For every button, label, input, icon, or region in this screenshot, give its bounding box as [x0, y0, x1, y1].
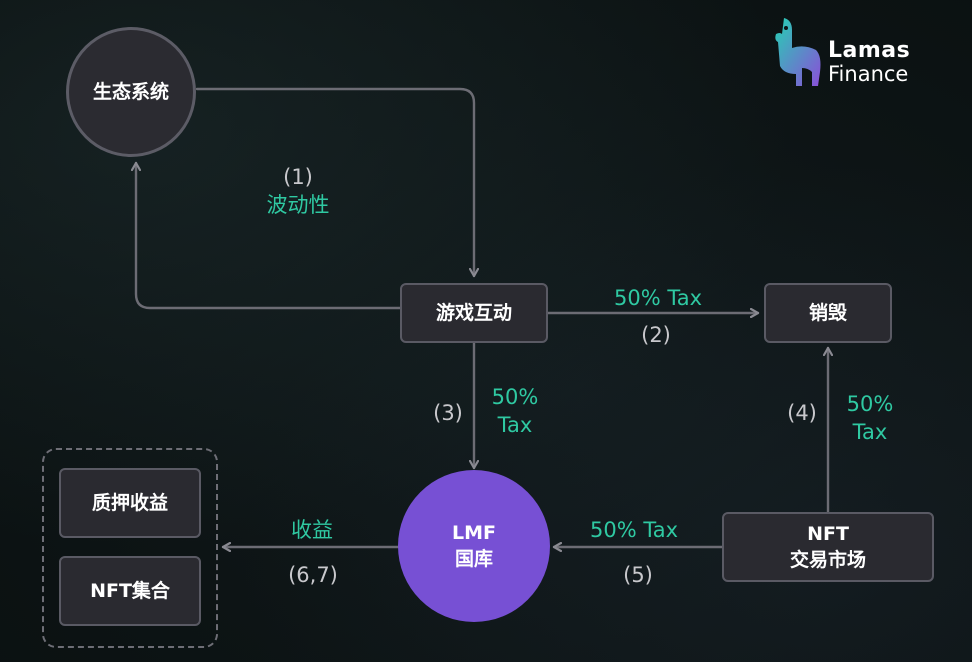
arrow-game-to-ecosystem — [136, 161, 402, 310]
staking-rewards-node: 质押收益 — [59, 468, 201, 538]
edge-5-tax-label: 50% Tax — [590, 518, 678, 542]
edge-6-7-yield-label: 收益 — [291, 518, 333, 542]
arrow-ecosystem-to-game — [195, 87, 474, 278]
nft-collection-node: NFT集合 — [59, 556, 201, 626]
staking-rewards-label: 质押收益 — [91, 492, 168, 514]
nft-marketplace-label-line2: 交易市场 — [789, 549, 866, 571]
lmf-treasury-node: LMF 国库 — [398, 470, 550, 622]
nft-collection-label: NFT集合 — [90, 580, 170, 602]
edge-4-tax-word: Tax — [852, 420, 888, 444]
game-interaction-node: 游戏互动 — [400, 283, 548, 343]
ecosystem-label: 生态系统 — [92, 81, 169, 103]
edge-2-number: (2) — [641, 323, 671, 347]
edge-3-number: (3) — [433, 401, 463, 425]
burn-node: 销毁 — [764, 283, 892, 343]
lmf-label: LMF — [452, 522, 496, 544]
edge-4-number: (4) — [787, 401, 817, 425]
edge-2-tax-label: 50% Tax — [614, 286, 702, 310]
nft-marketplace-label-line1: NFT — [807, 523, 849, 545]
nft-marketplace-node: NFT 交易市场 — [722, 512, 934, 582]
edge-3-tax-word: Tax — [497, 413, 533, 437]
burn-label: 销毁 — [808, 302, 847, 324]
edge-1-number: (1) — [283, 165, 313, 189]
rewards-group-frame — [42, 448, 218, 648]
lamas-finance-logo: Lamas Finance — [770, 14, 920, 90]
logo-text-finance: Finance — [828, 62, 909, 86]
logo-text-lamas: Lamas — [828, 38, 911, 63]
llama-logo-icon — [775, 18, 821, 86]
edge-3-tax-percent: 50% — [491, 385, 539, 409]
treasury-label: 国库 — [454, 548, 493, 570]
edge-5-number: (5) — [623, 563, 653, 587]
edge-4-tax-percent: 50% — [846, 392, 894, 416]
edge-1-volatility-label: 波动性 — [266, 193, 330, 217]
edge-6-7-number: (6,7) — [288, 563, 338, 587]
ecosystem-node: 生态系统 — [66, 27, 196, 157]
game-interaction-label: 游戏互动 — [435, 302, 512, 324]
